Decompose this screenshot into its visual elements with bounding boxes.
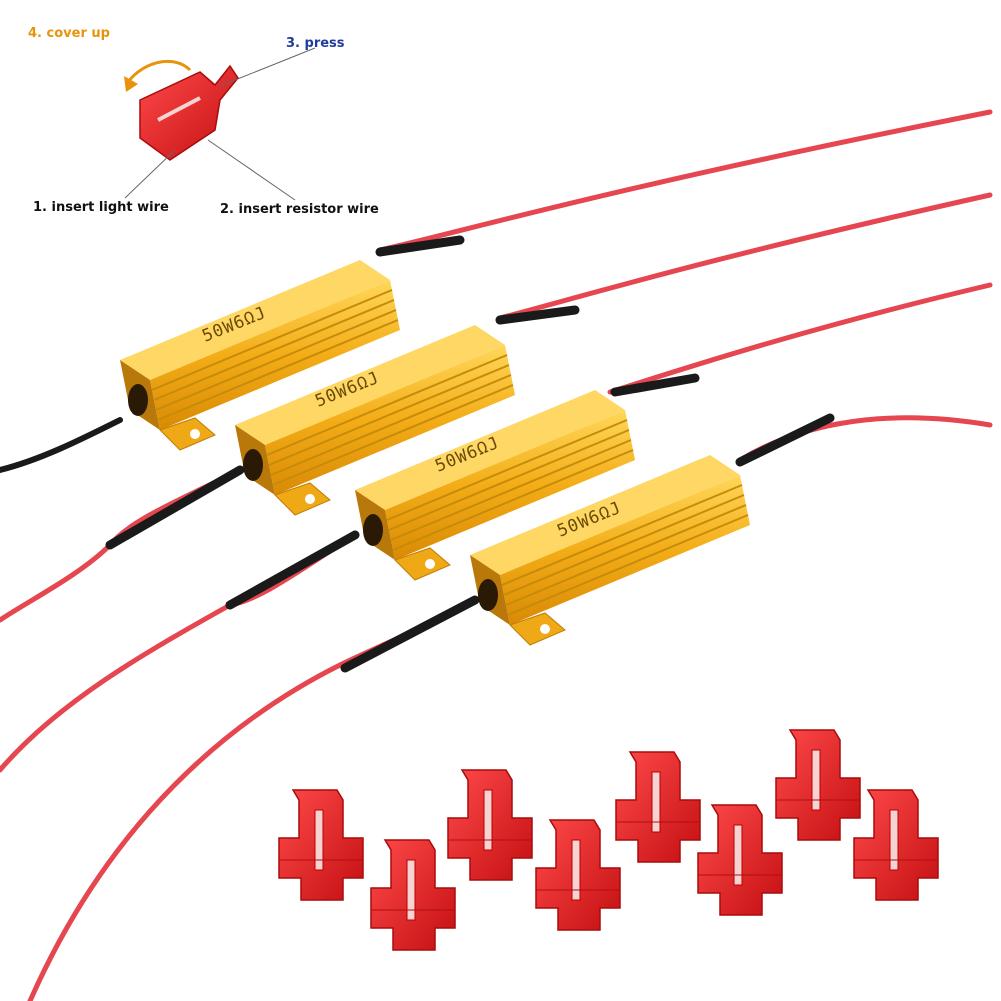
connector-5 — [615, 751, 701, 863]
connector-1 — [278, 789, 364, 901]
connectors — [278, 729, 939, 951]
step-insert-resistor-wire: 2. insert resistor wire — [220, 202, 379, 217]
rotate-arrow-icon — [126, 60, 192, 83]
wires — [0, 109, 993, 1001]
connector-4 — [535, 819, 621, 931]
connector-3 — [447, 769, 533, 881]
connector-6 — [697, 804, 783, 916]
connector-2 — [370, 839, 456, 951]
connector-7 — [775, 729, 861, 841]
step-press: 3. press — [286, 36, 345, 51]
step-cover-up: 4. cover up — [28, 26, 110, 41]
connector-8 — [853, 789, 939, 901]
instruction-connector — [124, 47, 316, 201]
step-insert-light-wire: 1. insert light wire — [33, 200, 169, 215]
